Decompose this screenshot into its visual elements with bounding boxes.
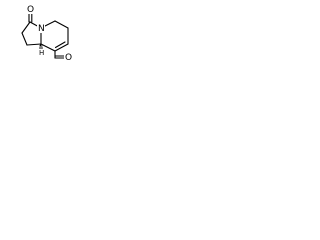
bond-c2-c1 xyxy=(21,32,28,46)
bond-c7-c8 xyxy=(54,43,69,52)
stereo-hash-bond xyxy=(38,43,44,49)
bond-c8-c8a xyxy=(40,43,56,52)
ring-nitrogen-label: N xyxy=(38,24,45,34)
bond-c3-c2 xyxy=(21,21,31,34)
stereo-hydrogen-label: H xyxy=(39,49,44,57)
bond-c7-c8-inner xyxy=(54,41,66,49)
bond-c1-c8a xyxy=(26,43,42,46)
ketone-oxygen-label: O xyxy=(27,5,34,15)
aldehyde-oxygen-label: O xyxy=(65,53,72,62)
chemical-structure-diagram: O N H O xyxy=(21,4,72,62)
bond-c5-c6 xyxy=(54,20,69,29)
